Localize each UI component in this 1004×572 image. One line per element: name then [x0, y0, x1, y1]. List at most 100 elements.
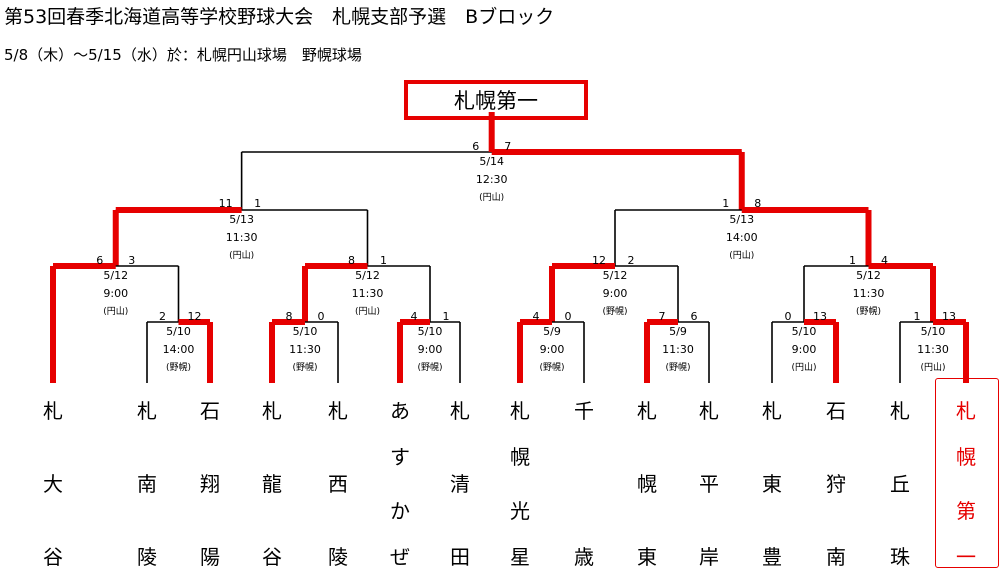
score-r6-right: 13	[813, 310, 827, 323]
match-venue: (円山)	[920, 363, 946, 373]
score-r2-right: 0	[317, 310, 325, 323]
team-char: 札	[762, 399, 782, 423]
score-qf1-right: 3	[128, 254, 136, 267]
team-char: 幌	[637, 472, 657, 496]
match-venue: (野幌)	[855, 307, 882, 317]
match-date: 5/12	[355, 269, 380, 282]
match-time: 12:30	[475, 173, 508, 186]
match-venue: (野幌)	[417, 363, 443, 373]
score-r7-right: 13	[942, 310, 956, 323]
team-char: 東	[637, 545, 657, 569]
team-char: 清	[450, 472, 470, 496]
match-venue: (野幌)	[539, 363, 565, 373]
match-time: 9:00	[602, 287, 628, 300]
match-venue: (野幌)	[665, 363, 691, 373]
team-char: 陵	[137, 545, 157, 569]
team-char: 谷	[43, 545, 63, 569]
match-time: 9:00	[791, 343, 817, 356]
team-char: 歳	[574, 545, 594, 569]
score-final-left: 6	[472, 140, 480, 153]
match-time: 9:00	[417, 343, 443, 356]
team-char: 幌	[510, 445, 530, 469]
team-char: 星	[510, 545, 530, 569]
score-r3-right: 1	[442, 310, 450, 323]
team-char: 狩	[826, 472, 846, 496]
team-char: 翔	[200, 472, 220, 496]
team-char: 石	[826, 399, 846, 423]
team-char: 札	[450, 399, 470, 423]
team-char: 大	[43, 472, 63, 496]
match-date: 5/14	[479, 155, 505, 168]
match-date: 5/9	[543, 325, 561, 338]
match-date: 5/10	[166, 325, 191, 338]
match-time: 14:00	[162, 343, 195, 356]
team-char: 南	[137, 472, 157, 496]
team-char: 光	[510, 499, 530, 523]
score-r6-left: 0	[784, 310, 792, 323]
match-info-final: 5/14 12:30 (円山)	[476, 153, 508, 207]
match-venue: (野幌)	[165, 363, 192, 373]
match-info-r4: 5/9 9:00 (野幌)	[539, 323, 564, 377]
team-char: 札	[43, 399, 63, 423]
match-venue: (円山)	[354, 307, 381, 317]
match-venue: (円山)	[479, 193, 505, 203]
score-r1-left: 2	[159, 310, 166, 323]
team-char: 札	[262, 399, 282, 423]
page-title: 第53回春季北海道高等学校野球大会 札幌支部予選 Bブロック	[4, 6, 555, 28]
team-char: 石	[200, 399, 220, 423]
champion-highlight-box	[935, 378, 999, 568]
score-sf1-right: 1	[254, 197, 262, 210]
match-time: 11:30	[852, 287, 885, 300]
match-venue: (円山)	[103, 307, 129, 317]
match-venue: (野幌)	[602, 307, 628, 317]
team-char: 田	[450, 545, 470, 569]
team-char: 札	[637, 399, 657, 423]
match-time: 9:00	[539, 343, 565, 356]
match-date: 5/13	[729, 213, 755, 226]
score-qf3-left: 12	[592, 254, 606, 267]
score-r1-right: 12	[187, 310, 202, 323]
match-time: 11:30	[289, 343, 321, 356]
team-char: 龍	[262, 472, 282, 496]
team-char: 千	[574, 399, 594, 423]
team-char: 札	[699, 399, 719, 423]
team-char: 札	[137, 399, 157, 423]
match-date: 5/10	[920, 325, 946, 338]
team-char: か	[390, 499, 410, 523]
team-char: 平	[699, 472, 719, 496]
team-char: 珠	[890, 545, 910, 569]
team-char: 陽	[200, 545, 220, 569]
team-char: あ	[390, 399, 410, 423]
team-char: す	[390, 445, 410, 469]
match-date: 5/10	[292, 325, 318, 338]
team-char: 一	[956, 545, 976, 569]
score-qf4-right: 4	[881, 254, 888, 267]
team-char: ぜ	[390, 545, 410, 569]
team-char: 幌	[956, 445, 976, 469]
match-time: 11:30	[662, 343, 694, 356]
match-time: 11:30	[917, 343, 949, 356]
team-char: 第	[956, 499, 976, 523]
match-time: 14:00	[725, 231, 758, 244]
score-r5-right: 6	[690, 310, 698, 323]
team-char: 西	[328, 472, 348, 496]
team-char: 東	[762, 472, 782, 496]
champion-box: 札幌第一	[404, 80, 588, 120]
team-char: 豊	[762, 545, 782, 569]
score-qf1-left: 6	[96, 254, 104, 267]
match-date: 5/12	[103, 269, 129, 282]
match-venue: (円山)	[791, 363, 817, 373]
score-qf2-left: 8	[348, 254, 355, 267]
score-r4-left: 4	[532, 310, 540, 323]
